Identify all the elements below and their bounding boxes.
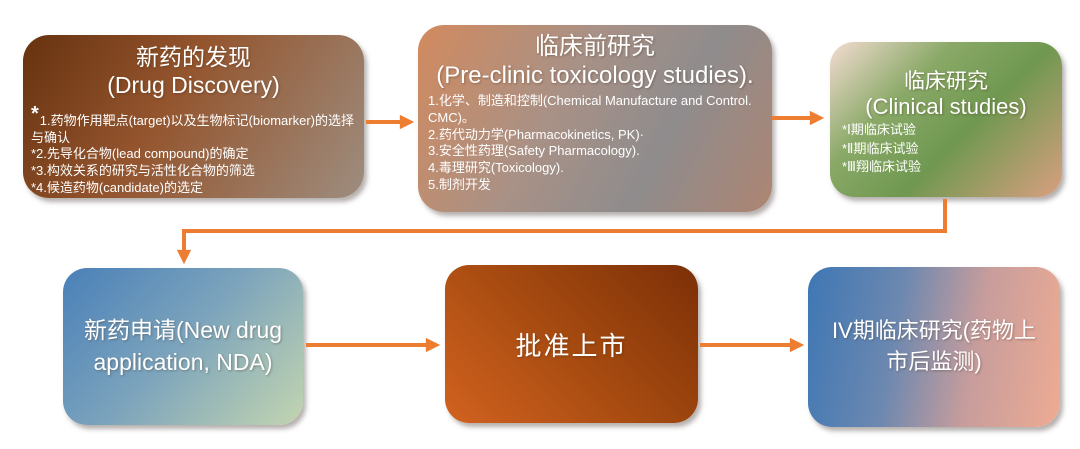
box-drug-discovery: 新药的发现 (Drug Discovery) *1.药物作用靶点(target)… (23, 35, 364, 198)
drug-discovery-list: *1.药物作用靶点(target)以及生物标记(biomarker)的选择与确认… (23, 99, 364, 196)
box-preclinic-studies: 临床前研究 (Pre-clinic toxicology studies). 1… (418, 25, 772, 212)
clinical-phase-3: *Ⅲ翔临床试验 (842, 158, 922, 174)
phase4-label: IV期临床研究(药物上市后监测) (831, 318, 1037, 374)
box-new-drug-application: 新药申请(New drug application, NDA) (63, 268, 303, 425)
clinical-title-en: (Clinical studies) (865, 94, 1027, 120)
drug-discovery-title: 新药的发现 (Drug Discovery) (23, 35, 364, 99)
preclinic-item-5: 5.制剂开发 (428, 177, 491, 193)
preclinic-item-4: 4.毒理研究(Toxicology). (428, 160, 564, 176)
clinical-phase-2: *Ⅱ期临床试验 (842, 140, 919, 156)
drug-discovery-item-1: *1.药物作用靶点(target)以及生物标记(biomarker)的选择与确认 (31, 103, 354, 145)
preclinic-item-3: 3.安全性药理(Safety Pharmacology). (428, 143, 640, 159)
clinical-title-zh: 临床研究 (904, 70, 988, 93)
clinical-phase-1: *Ⅰ期临床试验 (842, 122, 916, 138)
preclinic-title-zh: 临床前研究 (535, 33, 655, 60)
preclinic-item-1: 1.化学、制造和控制(Chemical Manufacture and Cont… (428, 92, 752, 125)
preclinic-title-en: (Pre-clinic toxicology studies). (436, 62, 754, 89)
box-clinical-studies: 临床研究 (Clinical studies) *Ⅰ期临床试验 *Ⅱ期临床试验 … (830, 42, 1062, 197)
star-marker: * (31, 103, 39, 126)
preclinic-item-2: 2.药代动力学(Pharmacokinetics, PK)· (428, 126, 644, 142)
approval-label: 批准上市 (515, 330, 628, 361)
nda-label: 新药申请(New drug application, NDA) (83, 317, 283, 375)
preclinic-list: 1.化学、制造和控制(Chemical Manufacture and Cont… (418, 91, 772, 194)
drug-discovery-item-2: *2.先导化合物(lead compound)的确定 (31, 146, 249, 162)
drug-discovery-item-4: *4.候造药物(candidate)的选定 (31, 179, 203, 195)
box-phase4-studies: IV期临床研究(药物上市后监测) (808, 267, 1060, 427)
drug-discovery-title-en: (Drug Discovery) (107, 71, 280, 98)
drug-discovery-title-zh: 新药的发现 (136, 44, 251, 70)
drug-discovery-item-3: *3.构效关系的研究与活性化合物的筛选 (31, 163, 255, 179)
clinical-phase-list: *Ⅰ期临床试验 *Ⅱ期临床试验 *Ⅲ翔临床试验 (830, 119, 1062, 176)
box-approval-launch: 批准上市 (445, 265, 698, 423)
